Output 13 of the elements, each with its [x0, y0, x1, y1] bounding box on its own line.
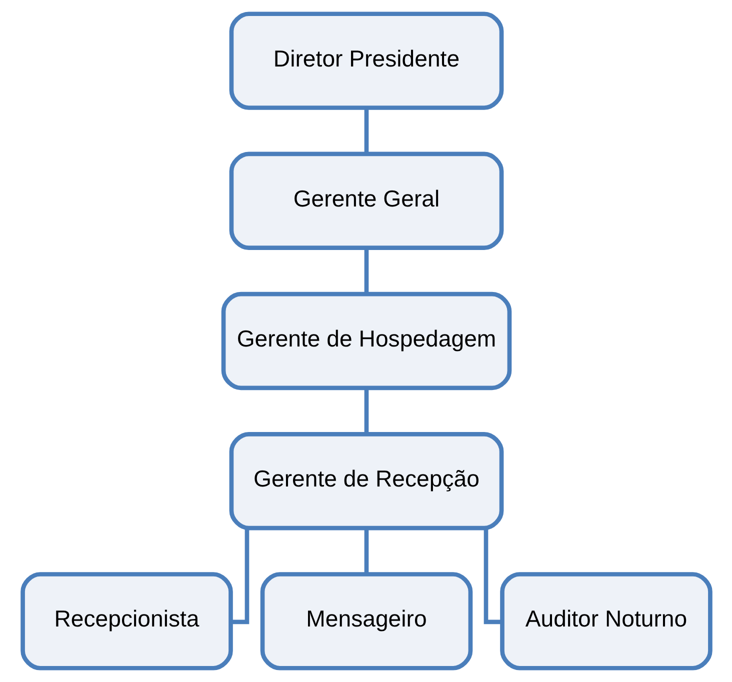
- connector: [483, 528, 502, 624]
- node-box: Gerente Geral: [228, 152, 504, 250]
- connector: [364, 248, 368, 294]
- connector: [364, 388, 368, 434]
- node-box: Diretor Presidente: [228, 12, 504, 110]
- node-box: Mensageiro: [260, 572, 472, 670]
- node-box: Gerente de Recepção: [228, 432, 504, 530]
- connector: [364, 528, 368, 574]
- node-box: Auditor Noturno: [500, 572, 712, 670]
- node-box: Gerente de Hospedagem: [220, 292, 512, 390]
- node-box: Recepcionista: [20, 572, 232, 670]
- connector: [364, 108, 368, 154]
- connector: [230, 528, 249, 624]
